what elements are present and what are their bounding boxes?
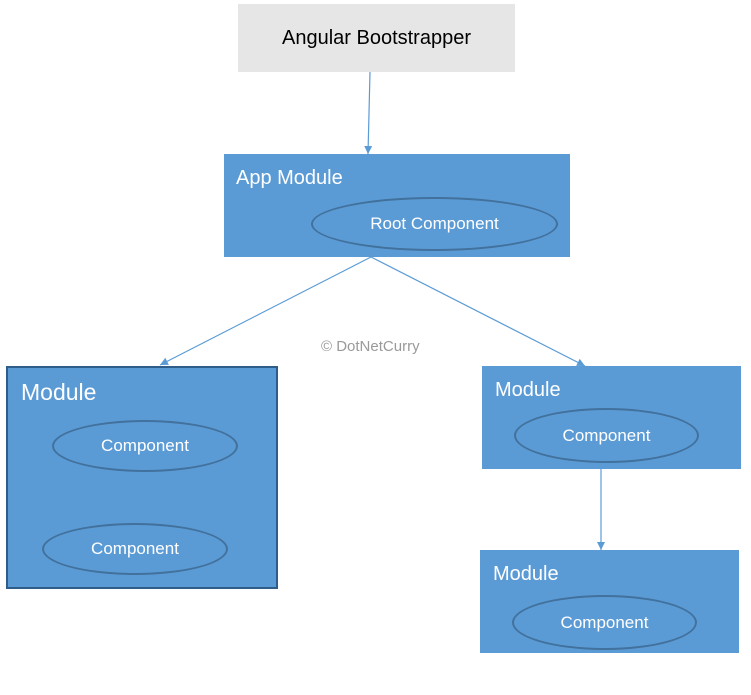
right-component-ellipse: Component — [514, 408, 699, 463]
app-module-box: App Module Root Component — [224, 154, 570, 257]
bottom-right-module-box: Module Component — [480, 550, 739, 653]
left-component-ellipse-2: Component — [42, 523, 228, 575]
left-component-label-1: Component — [101, 436, 189, 455]
app-module-title: App Module — [236, 167, 343, 189]
right-module-title: Module — [495, 379, 561, 401]
watermark-text: © DotNetCurry — [321, 338, 420, 355]
bottom-right-module-title: Module — [493, 563, 559, 585]
arrow-bootstrapper-to-app-module — [364, 71, 373, 155]
left-component-ellipse-1: Component — [52, 420, 238, 472]
right-component-label: Component — [562, 425, 651, 445]
left-component-label-2: Component — [91, 539, 179, 558]
root-component-ellipse: Root Component — [311, 197, 558, 251]
angular-bootstrapper-box: Angular Bootstrapper — [238, 4, 515, 72]
angular-bootstrapper-label: Angular Bootstrapper — [281, 26, 471, 49]
arrow-app-module-to-left-module — [159, 256, 372, 366]
root-component-label: Root Component — [370, 214, 499, 233]
bottom-right-component-label: Component — [560, 612, 649, 632]
arrow-app-module-to-right-module — [370, 256, 586, 367]
left-module-box: Module Component Component — [6, 366, 278, 589]
right-module-box: Module Component — [482, 366, 741, 469]
bottom-right-component-ellipse: Component — [512, 595, 697, 650]
left-module-title: Module — [21, 379, 97, 405]
